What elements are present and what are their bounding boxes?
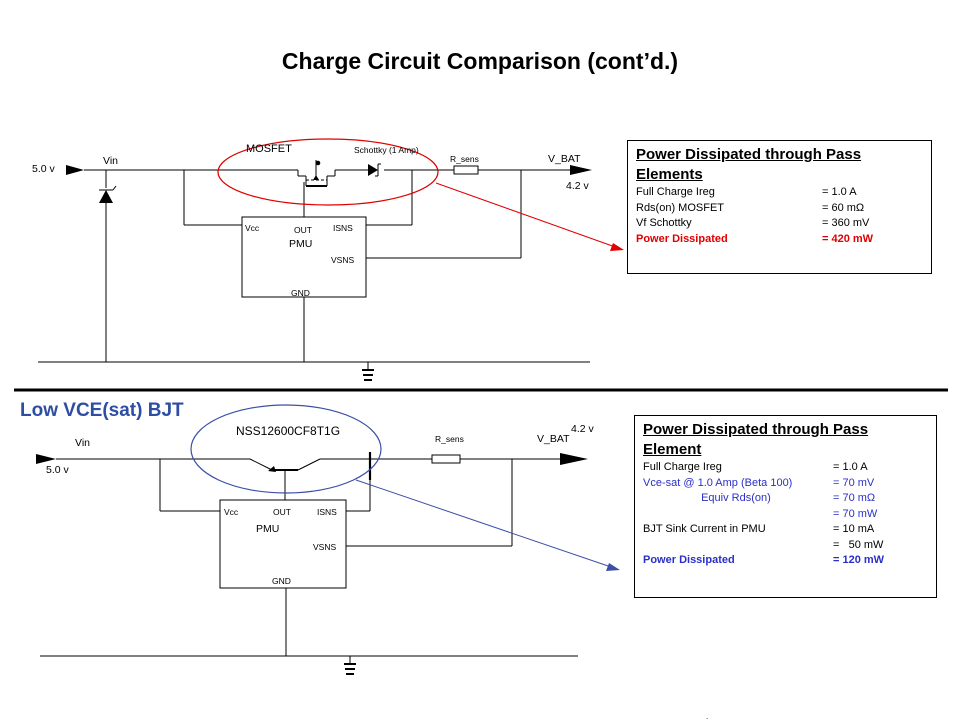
pmu-out-bottom: OUT [273,507,291,517]
vin-voltage-top: 5.0 v [32,163,55,175]
box-title-top: Power Dissipated through Pass Elements [636,146,862,183]
box-row: Vf Schottky= 360 mV [636,217,870,229]
pmu-gnd-top: GND [291,288,310,298]
pmu-vsns-bottom: VSNS [313,542,337,552]
mosfet-label: MOSFET [246,143,292,155]
power-dissipation-box-bottom: Power Dissipated through Pass Element Fu… [634,415,937,598]
vbat-label-bottom: V_BAT [537,433,570,445]
box-row: Vce-sat @ 1.0 Amp (Beta 100)= 70 mV [643,476,875,489]
box-row: Full Charge Ireg= 1.0 A [636,186,857,198]
pmu-isns-bottom: ISNS [317,507,337,517]
box-row: Equiv Rds(on)= 70 mΩ [643,492,876,504]
highlight-ellipse-red [217,138,439,206]
pointer-arrow-red [435,182,619,249]
vbat-arrow-icon [560,453,588,465]
vin-label-bottom: Vin [75,437,90,449]
ground-icon [344,656,356,675]
schottky-diode-icon [368,163,381,177]
ground-icon [362,362,374,381]
pmu-out-top: OUT [294,225,312,235]
section-title-bjt: Low VCE(sat) BJT [20,400,184,421]
pmu-name-top: PMU [289,238,313,250]
pmu-gnd-bottom: GND [272,576,291,586]
top-circuit [38,138,624,381]
schottky-label: Schottky (1 Amp) [354,145,419,155]
box-row: Rds(on) MOSFET= 60 mΩ [636,201,865,214]
vbat-voltage-top: 4.2 v [566,180,589,192]
pmu-vsns-top: VSNS [331,255,355,265]
rsens-label-top: R_sens [450,154,479,164]
box-title-bottom: Power Dissipated through Pass Element [643,421,869,458]
bottom-circuit [36,404,620,675]
box-row-total: Power Dissipated= 420 mW [636,232,874,245]
rsens-label-bottom: R_sens [435,434,464,444]
zener-diode-icon [99,190,113,203]
vin-arrow-icon [66,165,84,175]
pmu-vcc-top: Vcc [245,223,260,233]
rsens-bottom-resistor [431,454,461,464]
box-row: Full Charge Ireg= 1.0 A [643,461,868,473]
pmu-isns-top: ISNS [333,223,353,233]
vin-arrow-icon [36,454,56,464]
footer-mark: . [706,712,709,721]
bjt-transistor-icon [249,458,321,500]
mosfet-icon [297,160,336,187]
box-row: = 70 mW [833,507,878,520]
rsens-top-resistor [453,165,479,175]
vbat-voltage-bottom: 4.2 v [571,423,594,435]
box-row: BJT Sink Current in PMU= 10 mA [643,523,875,535]
vbat-arrow-icon [570,165,592,175]
pmu-vcc-bottom: Vcc [224,507,239,517]
vin-label-top: Vin [103,155,118,167]
vbat-label-top: V_BAT [548,153,581,165]
pmu-name-bottom: PMU [256,523,280,535]
page-title: Charge Circuit Comparison (cont’d.) [281,48,679,74]
bjt-part-number: NSS12600CF8T1G [236,424,341,438]
power-dissipation-box-top: Power Dissipated through Pass Elements F… [627,140,932,274]
pmu-bottom-box [219,499,347,589]
box-row-total: Power Dissipated= 120 mW [643,554,885,566]
highlight-ellipse-blue [190,404,382,494]
vin-voltage-bottom: 5.0 v [46,464,69,476]
pointer-arrow-blue [355,479,615,569]
box-row: = 50 mW [833,538,884,551]
